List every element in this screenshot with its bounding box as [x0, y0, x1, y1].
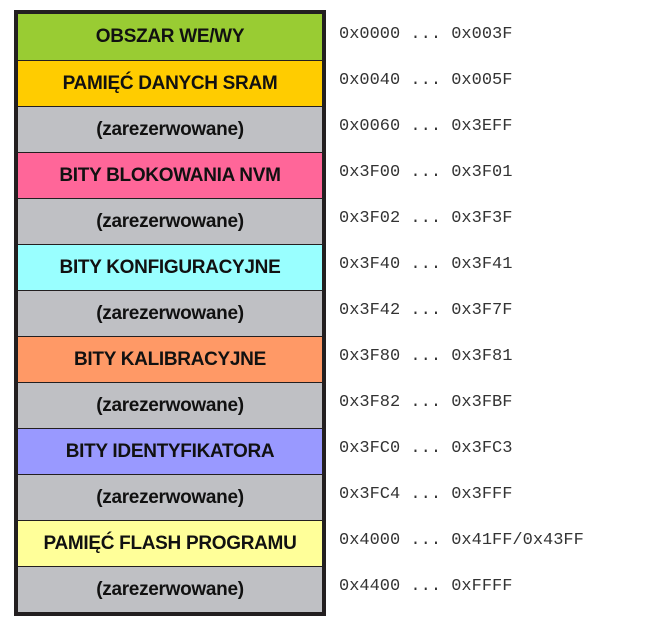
region-reserved: (zarezerwowane) — [18, 474, 322, 520]
region-sram: PAMIĘĆ DANYCH SRAM — [18, 60, 322, 106]
region-io: OBSZAR WE/WY — [18, 14, 322, 60]
region-config-bits: BITY KONFIGURACYJNE — [18, 244, 322, 290]
region-flash-program: PAMIĘĆ FLASH PROGRAMU — [18, 520, 322, 566]
region-nvm-lock-bits: BITY BLOKOWANIA NVM — [18, 152, 322, 198]
address-range: 0x0000 ... 0x003F — [339, 25, 513, 44]
address-range: 0x4400 ... 0xFFFF — [339, 577, 513, 596]
address-range: 0x3F42 ... 0x3F7F — [339, 301, 513, 320]
memory-map-box: OBSZAR WE/WY PAMIĘĆ DANYCH SRAM (zarezer… — [14, 10, 326, 616]
address-range: 0x3F82 ... 0x3FBF — [339, 393, 513, 412]
address-range: 0x0040 ... 0x005F — [339, 71, 513, 90]
region-reserved: (zarezerwowane) — [18, 106, 322, 152]
region-id-bits: BITY IDENTYFIKATORA — [18, 428, 322, 474]
region-reserved: (zarezerwowane) — [18, 382, 322, 428]
region-reserved: (zarezerwowane) — [18, 566, 322, 612]
address-range: 0x0060 ... 0x3EFF — [339, 117, 513, 136]
region-reserved: (zarezerwowane) — [18, 198, 322, 244]
address-range: 0x3FC4 ... 0x3FFF — [339, 485, 513, 504]
region-calibration-bits: BITY KALIBRACYJNE — [18, 336, 322, 382]
address-range: 0x3F00 ... 0x3F01 — [339, 163, 513, 182]
address-range: 0x3F80 ... 0x3F81 — [339, 347, 513, 366]
address-range: 0x3F40 ... 0x3F41 — [339, 255, 513, 274]
address-range: 0x3F02 ... 0x3F3F — [339, 209, 513, 228]
address-range: 0x4000 ... 0x41FF/0x43FF — [339, 531, 584, 550]
region-reserved: (zarezerwowane) — [18, 290, 322, 336]
address-range: 0x3FC0 ... 0x3FC3 — [339, 439, 513, 458]
